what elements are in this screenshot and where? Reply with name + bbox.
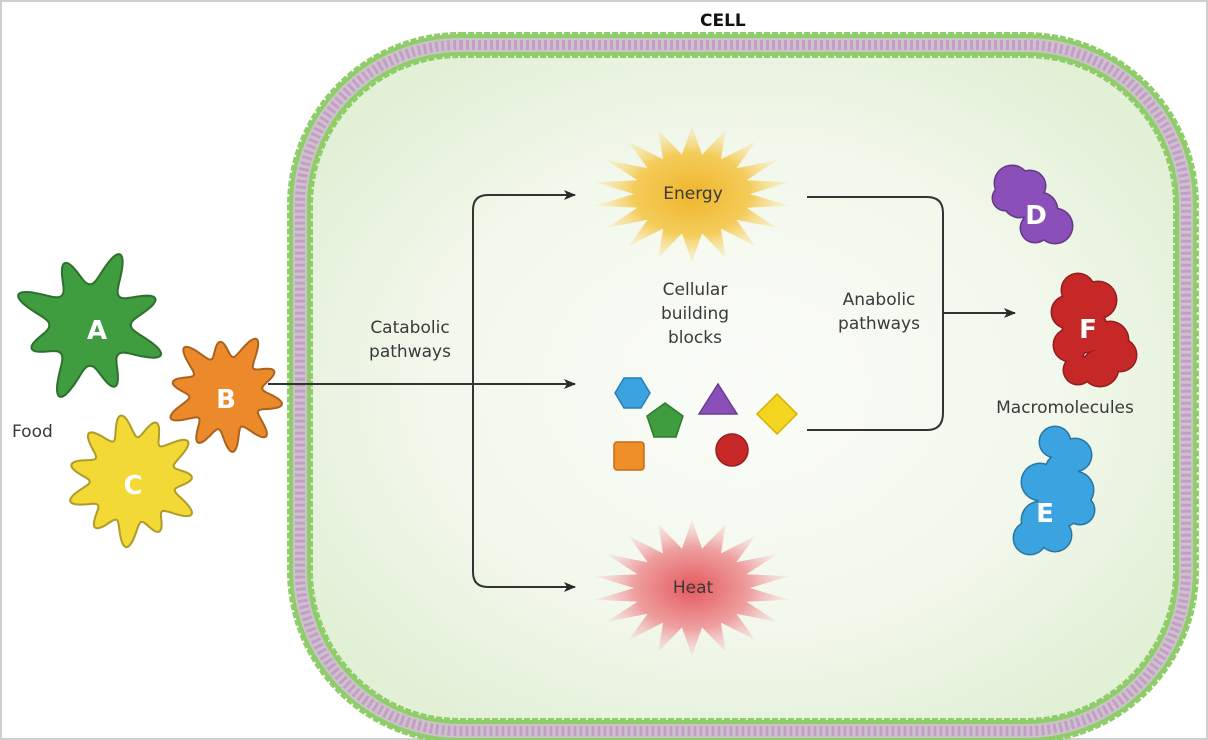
- square-block: [613, 441, 645, 471]
- cytoplasm: [309, 54, 1177, 722]
- food-label: Food: [12, 422, 53, 442]
- food-b-letter: B: [216, 385, 236, 415]
- macromolecules-label: Macromolecules: [996, 398, 1134, 418]
- heatBurst-shape: [594, 520, 790, 656]
- heat-label: Heat: [672, 578, 714, 598]
- food-b: [169, 337, 283, 453]
- arrow-to-heat: [472, 384, 576, 592]
- blobF-lobe: [1082, 350, 1118, 386]
- hexagon-block: [614, 377, 651, 409]
- blobA-shape: [17, 253, 163, 398]
- pentagon-block: [646, 402, 684, 438]
- blobE-lobe: [1039, 519, 1071, 551]
- blobE-lobe: [1014, 522, 1046, 554]
- diamond-block: [755, 392, 799, 436]
- anabolic-label: Anabolic pathways: [838, 290, 920, 334]
- cell-membrane: [287, 32, 1199, 740]
- blobC-shape: [69, 414, 193, 549]
- food-a: [17, 253, 163, 398]
- building-blocks-label: Cellular building blocks: [660, 280, 730, 348]
- energy-label: Energy: [663, 184, 723, 204]
- circle-block: [715, 433, 749, 467]
- blobF-lobe: [1054, 329, 1086, 361]
- blobF-lobe: [1064, 356, 1092, 384]
- macromolecule-f-letter: F: [1079, 315, 1097, 345]
- triangle-block: [697, 382, 739, 415]
- cell-title: CELL: [700, 11, 746, 31]
- building-blocks: [613, 377, 799, 471]
- energy-burst: [594, 126, 790, 262]
- food-a-letter: A: [87, 316, 107, 346]
- blobB-shape: [169, 337, 283, 453]
- arrow-to-energy: [472, 190, 576, 384]
- blobD-lobe: [993, 186, 1017, 210]
- anabolic-arrows: [807, 196, 1016, 431]
- macromolecule-e-letter: E: [1036, 499, 1054, 529]
- catabolic-label: Catabolic pathways: [369, 318, 451, 362]
- macromolecule-f: [1050, 272, 1138, 388]
- food-c-letter: C: [123, 471, 142, 501]
- macromolecule-d: [991, 164, 1074, 245]
- blobE-lobe: [1066, 496, 1094, 524]
- macromolecule-e: [1012, 425, 1096, 556]
- blobD-lobe: [1021, 214, 1049, 242]
- food-c: [69, 414, 193, 549]
- heat-burst: [594, 520, 790, 656]
- macromolecule-d-letter: D: [1025, 201, 1047, 231]
- energyBurst-shape: [594, 126, 790, 262]
- catabolic-arrows: [268, 190, 576, 592]
